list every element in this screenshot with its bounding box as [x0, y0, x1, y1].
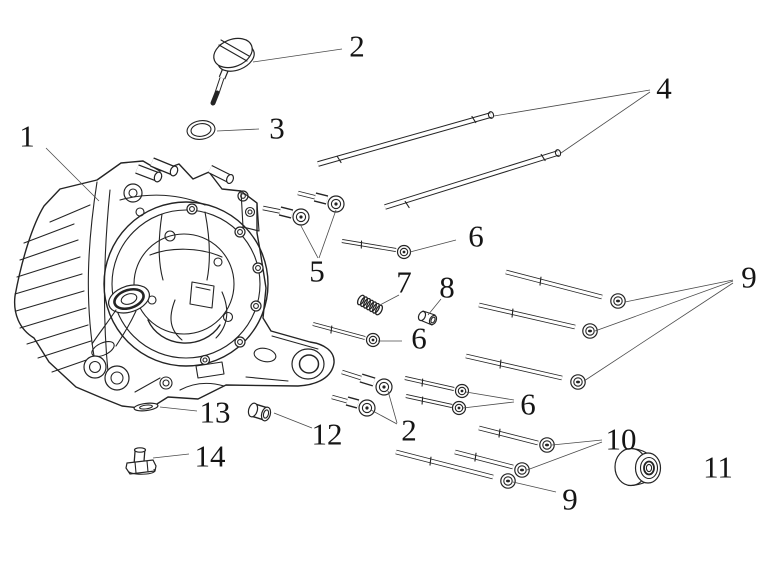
- leader-line: [465, 391, 515, 401]
- part-10-bolts-drawing: [454, 425, 555, 478]
- part-8-pin-drawing: [417, 310, 438, 326]
- part-12-sleeve-drawing: [247, 402, 272, 422]
- leader-line: [273, 412, 313, 429]
- leader-line: [409, 239, 457, 253]
- leader-line: [462, 401, 515, 409]
- callout-label-part-13: 13: [200, 395, 231, 430]
- callout-label-part-8: 8: [439, 270, 455, 305]
- callout-label-part-5: 5: [309, 254, 325, 289]
- leader-line: [493, 89, 651, 117]
- leader-line: [594, 280, 734, 332]
- leader-line: [252, 48, 343, 63]
- part-3-oring-drawing: [186, 120, 216, 140]
- callout-label-part-11: 11: [703, 450, 733, 485]
- part-9-bolts-drawing: [395, 269, 626, 489]
- bottom-details: [134, 361, 225, 393]
- leader-line: [624, 279, 734, 303]
- leader-line: [551, 439, 603, 446]
- part-11-bushing-drawing: [614, 447, 662, 487]
- callout-label-part-3: 3: [269, 111, 285, 146]
- callout-label-part-14: 14: [195, 439, 227, 474]
- callout-label-part-12: 12: [312, 417, 343, 452]
- shaft-seal: [91, 284, 150, 357]
- leader-line: [152, 453, 190, 459]
- callout-label-part-6: 6: [468, 219, 484, 254]
- callout-label-part-10: 10: [606, 422, 637, 457]
- callout-label-part-9: 9: [741, 260, 757, 295]
- part-5-shoulder-bolts-drawing: [262, 190, 345, 226]
- cooling-ribs: [14, 204, 96, 373]
- callout-label-part-2: 2: [401, 413, 417, 448]
- part-14-drain-plug-drawing: [125, 447, 157, 475]
- leader-line: [370, 409, 398, 425]
- callout-label-part-1: 1: [19, 119, 35, 154]
- callout-label-part-6: 6: [520, 387, 536, 422]
- callout-label-part-6: 6: [411, 321, 427, 356]
- leader-lines-layer: [45, 48, 734, 493]
- leader-line: [427, 298, 442, 316]
- callout-label-part-9: 9: [562, 482, 578, 517]
- part-6-bolts-drawing: [312, 239, 470, 416]
- top-bosses: [123, 157, 249, 203]
- leader-line: [583, 282, 734, 382]
- callout-label-part-4: 4: [656, 71, 672, 106]
- part-1-crankcase-drawing: [13, 157, 335, 410]
- part-4-studs-drawing: [317, 111, 562, 210]
- leader-line: [387, 390, 398, 424]
- callout-label-part-2: 2: [349, 29, 365, 64]
- part-7-spring-drawing: [356, 294, 384, 316]
- part-13-washer-drawing: [133, 402, 159, 412]
- leader-line: [45, 147, 100, 202]
- flange-bolt-bosses: [135, 203, 264, 366]
- leader-line: [526, 441, 603, 471]
- leader-line: [216, 128, 260, 132]
- leader-line: [377, 294, 400, 307]
- leader-line: [560, 91, 651, 154]
- part-2-dipstick-drawing: [210, 37, 255, 106]
- inner-webbing: [119, 194, 228, 341]
- callout-label-part-7: 7: [396, 265, 412, 300]
- part-2-shoulder-bolts-drawing: [331, 369, 393, 417]
- leader-line: [318, 209, 337, 259]
- mount-arm: [245, 335, 325, 382]
- leader-line: [159, 406, 198, 412]
- leader-line: [512, 481, 557, 493]
- leader-line: [299, 223, 319, 259]
